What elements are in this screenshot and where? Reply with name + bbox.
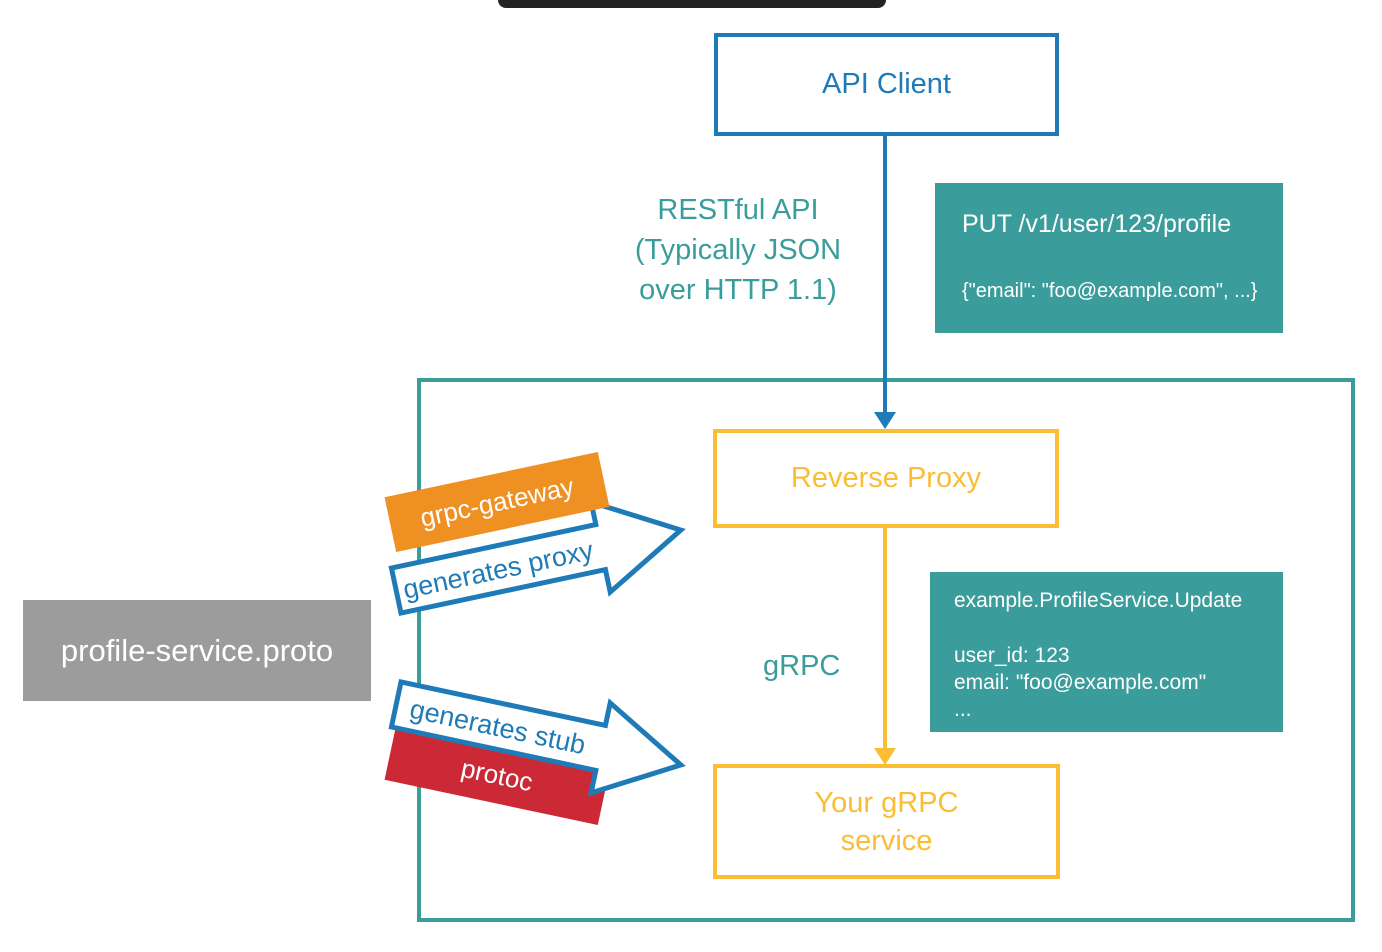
arrow-polygon (388, 498, 686, 617)
node-api-client: API Client (714, 33, 1059, 136)
api-client-label: API Client (822, 68, 951, 100)
grpc-edge-label: gRPC (763, 650, 841, 682)
grpc-edge-line (883, 528, 887, 750)
grpc-service-label-line2: service (840, 824, 933, 857)
grpc-request-callout: example.ProfileService.Update user_id: 1… (930, 572, 1283, 732)
generates-stub-arrow: generates stub (383, 655, 697, 815)
rest-edge-arrowhead-icon (874, 412, 896, 429)
clipped-top-bar (498, 0, 886, 8)
grpc-request-fields: user_id: 123 email: "foo@example.com" ..… (954, 642, 1273, 723)
node-grpc-service: Your gRPC service (713, 764, 1060, 879)
rest-label-line2: (Typically JSON (634, 234, 842, 266)
reverse-proxy-label: Reverse Proxy (790, 462, 982, 494)
rest-edge-label: RESTful API (Typically JSON over HTTP 1.… (608, 190, 868, 310)
rest-label-line3: over HTTP 1.1) (639, 274, 837, 306)
generates-proxy-arrow-shape: generates proxy (388, 498, 686, 617)
node-proto-file: profile-service.proto (23, 600, 371, 701)
generates-proxy-arrow: generates proxy (383, 480, 697, 640)
http-request-line: PUT /v1/user/123/profile (962, 210, 1232, 238)
rest-edge-line (883, 136, 887, 414)
http-request-callout: PUT /v1/user/123/profile {"email": "foo@… (935, 183, 1283, 333)
grpc-request-field3: ... (954, 698, 972, 721)
grpc-request-method: example.ProfileService.Update (954, 589, 1243, 612)
generates-stub-arrow-shape: generates stub (388, 678, 686, 797)
grpc-request-field1: user_id: 123 (954, 644, 1070, 667)
http-request-body: {"email": "foo@example.com", ...} (962, 280, 1258, 302)
node-reverse-proxy: Reverse Proxy (713, 429, 1059, 528)
grpc-edge-arrowhead-icon (874, 748, 896, 765)
proto-file-label: profile-service.proto (60, 632, 334, 668)
grpc-service-label-line1: Your gRPC (814, 786, 959, 819)
rest-label-line1: RESTful API (657, 194, 819, 226)
grpc-request-field2: email: "foo@example.com" (954, 671, 1207, 694)
arrow-polygon (388, 678, 686, 797)
